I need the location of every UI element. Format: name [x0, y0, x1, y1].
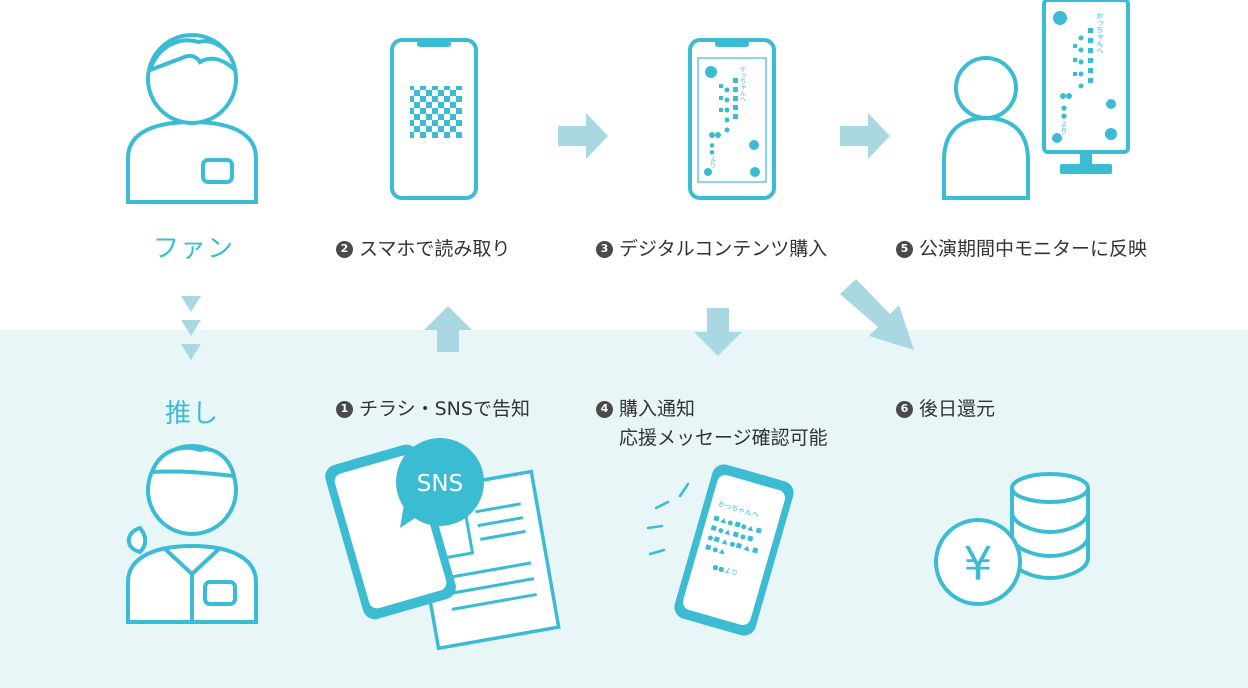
qr-phone-icon: [390, 38, 478, 200]
monitor-message-from-label: ●●より: [1060, 104, 1068, 134]
step-1-number: 1: [336, 400, 353, 418]
flyer-sns-icon: SNS: [325, 438, 561, 651]
message-from-label: ●●より: [709, 142, 716, 168]
step-6-text: 後日還元: [919, 398, 996, 420]
step-5-text: 公演期間中モニターに反映: [919, 238, 1148, 260]
step-4-text-line2: 応援メッセージ確認可能: [619, 427, 828, 449]
arrow-up-icon: [424, 306, 472, 352]
step-1-label: 1 チラシ・SNSで告知: [336, 396, 530, 422]
step-6-label: 6 後日還元: [896, 396, 995, 422]
monitor-icon: かっちゃんへ ●●より: [1042, 0, 1130, 174]
notification-phone-icon: かっちゃんへ ●●より: [646, 464, 794, 636]
monitor-message-to-label: かっちゃんへ: [1096, 12, 1104, 54]
step-3-text: デジタルコンテンツ購入: [619, 238, 828, 260]
qr-code-icon: [410, 86, 462, 138]
coins-yen-icon: ¥: [934, 472, 1090, 606]
step-4-label: 4 購入通知: [596, 396, 695, 422]
sns-label: SNS: [417, 471, 463, 497]
arrow-diagonal-icon: [840, 279, 914, 350]
down-arrows-icon: [181, 296, 201, 360]
message-to-label: かっちゃんへ: [739, 66, 746, 102]
fan-label: ファン: [153, 234, 235, 264]
step-5-number: 5: [896, 240, 913, 258]
step-5-label: 5 公演期間中モニターに反映: [896, 236, 1147, 262]
step-2-label: 2 スマホで読み取り: [336, 236, 510, 262]
step-3-number: 3: [596, 240, 613, 258]
fan-person-icon: [126, 33, 258, 204]
step-4-number: 4: [596, 400, 613, 418]
oshi-label: 推し: [165, 399, 220, 429]
step-6-number: 6: [896, 400, 913, 418]
content-phone-icon: かっちゃんへ ●●より: [688, 38, 776, 200]
arrow-right-icon: [840, 113, 890, 159]
step-1-text: チラシ・SNSで告知: [359, 398, 530, 420]
oshi-person-icon: [126, 444, 258, 624]
step-4-text: 購入通知: [619, 398, 696, 420]
sns-bubble-icon: SNS: [396, 438, 484, 528]
step-2-number: 2: [336, 240, 353, 258]
step-2-text: スマホで読み取り: [359, 238, 511, 260]
arrow-right-icon: [558, 113, 608, 159]
step-3-label: 3 デジタルコンテンツ購入: [596, 236, 827, 262]
audience-person-icon: [942, 56, 1030, 200]
yen-icon: ¥: [963, 537, 992, 591]
arrow-down-icon: [694, 308, 742, 356]
